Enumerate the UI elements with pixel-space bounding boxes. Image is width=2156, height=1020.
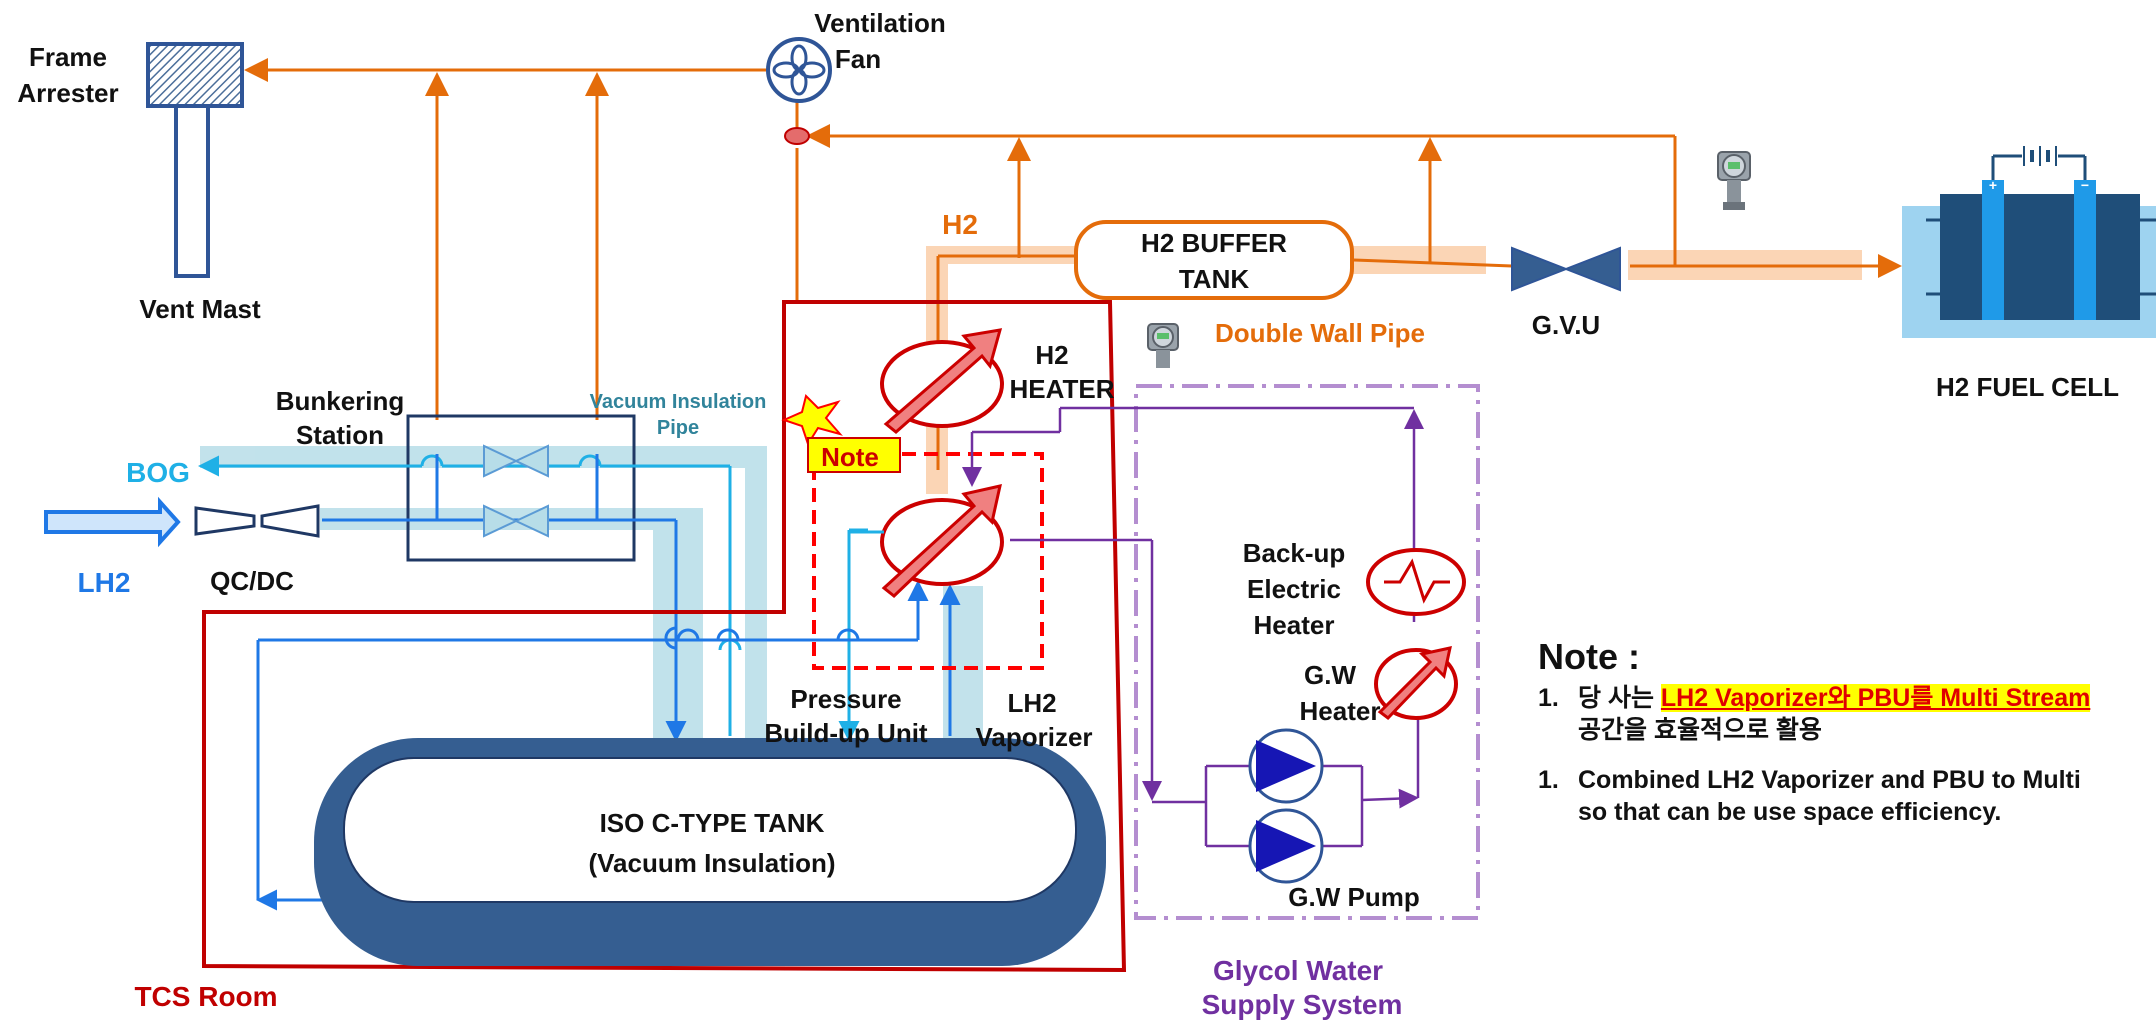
bog-label: BOG [126,457,190,488]
lh2-inlet-arrow [44,496,181,548]
vent-mast-label: Vent Mast [139,294,261,324]
gvu-label: G.V.U [1532,310,1600,340]
gw-pump-label: G.W Pump [1288,882,1419,912]
h2-fuel-cell-icon: + − [1902,146,2156,338]
svg-text:−: − [2081,177,2089,193]
qcdc-label: QC/DC [210,566,294,596]
note-item-2-line-2: so that can be use space efficiency. [1538,796,2156,828]
note-item-2-line-1: 1. Combined LH2 Vaporizer and PBU to Mult… [1538,764,2156,796]
gw-pump-icon [1248,728,1324,884]
tcs-room-boundary [202,300,1127,973]
bog-line [198,454,868,742]
iso-c-type-tank-inner [343,757,1077,903]
note-title: Note : [1538,636,1640,677]
note-item-1-continued: 공간을 효율적으로 활용 [1578,716,1822,744]
tank-title: ISO C-TYPE TANK [600,808,825,838]
lh2-vaporizer-icon [880,484,1004,598]
gvu-valve-icon [1511,246,1621,292]
note-item-2-continued: so that can be use space efficiency. [1578,798,2002,826]
glycol-water-lines [962,406,1424,848]
double-wall-pipe-shading [926,246,1862,494]
h2-buffer-tank [1074,220,1354,300]
vacuum-insulation-jackets [200,446,983,742]
tcs-room-label: TCS Room [134,981,277,1012]
tank-subtitle: (Vacuum Insulation) [588,848,835,878]
vent-damper-icon [784,127,810,145]
h2-fuel-cell-label: H2 FUEL CELL [1936,372,2119,402]
h2-heater-icon [880,328,1004,434]
h2-label: H2 [942,209,978,240]
gw-heater-icon [1374,646,1458,720]
note-item-1-highlight: LH2 Vaporizer와 PBU를 Multi Stream [1660,684,2091,712]
note-item-2-number: 1. [1538,766,1559,794]
bunkering-station-frame [406,414,636,562]
note-item-1-line-2: 공간을 효율적으로 활용 [1538,714,2156,746]
frame-arrester-icon [146,42,244,108]
backup-electric-heater-icon [1366,548,1466,616]
note-star-icon [781,394,843,447]
svg-text:+: + [1989,177,1997,193]
gas-detector-icon [1717,151,1751,210]
note-item-1-line-1: 1. 당 사는 LH2 Vaporizer와 PBU를 Multi Stream [1538,682,2156,714]
glycol-system-boundary [1134,384,1480,920]
double-wall-pipe-label: Double Wall Pipe [1215,318,1425,348]
lh2-inlet-label: LH2 [78,567,131,598]
vent-lines [244,58,1902,470]
note-panel: Note : 1. 당 사는 LH2 Vaporizer와 PBU를 Multi … [1538,636,2156,866]
bunkering-valve-icon [483,444,549,538]
multi-stream-box [812,452,1044,670]
ventilation-fan-icon [766,37,832,103]
gas-detector-icon [1147,323,1179,368]
note-item-1-prefix: 당 사는 [1578,684,1661,712]
note-tag-label: Note [821,442,879,472]
vent-mast-icon [174,104,210,278]
note-item-2-text: Combined LH2 Vaporizer and PBU to Multi [1578,766,2081,794]
note-tag-box [807,437,901,473]
qcdc-coupler-icon [194,504,320,538]
note-item-1-number: 1. [1538,684,1559,712]
